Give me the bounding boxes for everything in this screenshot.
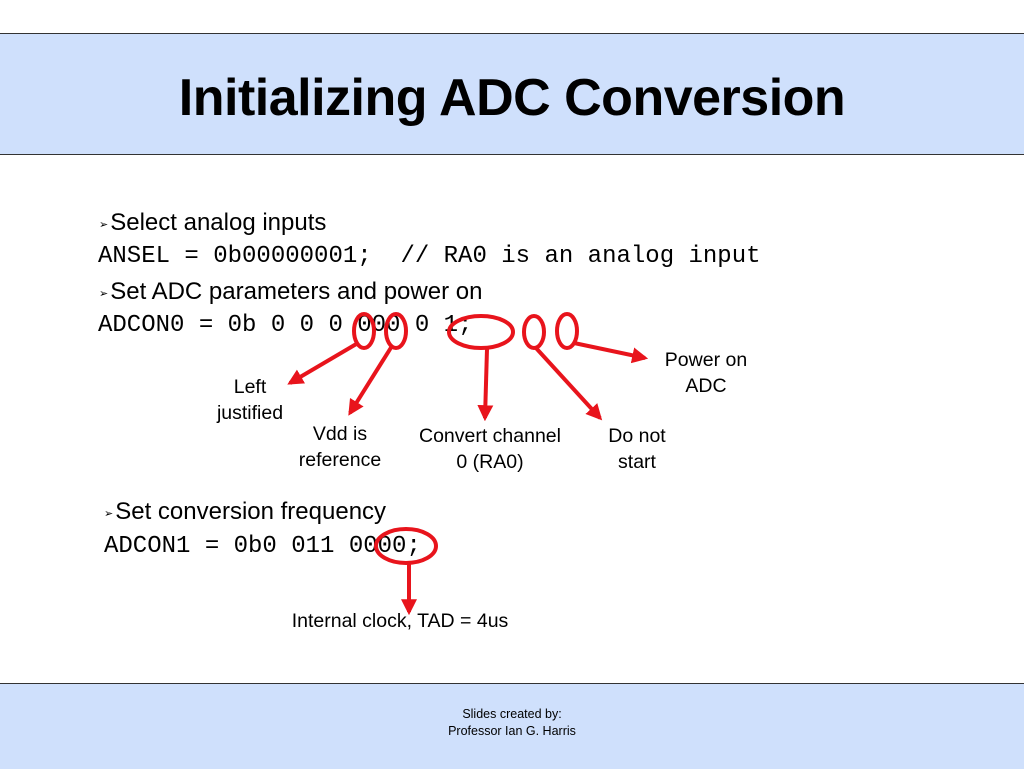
slide-title: Initializing ADC Conversion bbox=[178, 69, 846, 127]
bullet-set-conversion-frequency: ➢Set conversion frequency bbox=[104, 498, 386, 528]
code-adcon1: ADCON1 = 0b0 011 0000; bbox=[104, 533, 421, 560]
arrow-do-not-start bbox=[534, 346, 603, 421]
bullet-text: Set ADC parameters and power on bbox=[110, 278, 483, 305]
bullet-set-adc-parameters: ➢Set ADC parameters and power on bbox=[99, 278, 482, 308]
title-band bbox=[0, 33, 1024, 155]
code-adcon0: ADCON0 = 0b 0 0 0 000 0 1; bbox=[98, 312, 473, 339]
arrow-left-justified bbox=[287, 341, 360, 385]
footer-band bbox=[0, 683, 1024, 769]
bullet-text: Select analog inputs bbox=[110, 209, 327, 236]
label-do-not-start: Do not start bbox=[608, 425, 666, 473]
label-left-justified: Left justified bbox=[216, 376, 284, 424]
label-convert-channel: Convert channel 0 (RA0) bbox=[418, 425, 561, 473]
label-power-on: Power on ADC bbox=[664, 349, 748, 397]
footer-credit-line-2: Professor Ian G. Harris bbox=[448, 724, 576, 738]
bullet-arrow-icon: ➢ bbox=[104, 508, 114, 520]
circle-adon bbox=[555, 312, 579, 350]
bullet-select-analog-inputs: ➢Select analog inputs bbox=[99, 209, 326, 239]
circle-go-done bbox=[522, 314, 546, 350]
circle-vdd-reference bbox=[384, 312, 408, 350]
arrow-convert-channel bbox=[477, 348, 494, 422]
circle-adcs bbox=[374, 527, 438, 565]
circle-channel-select bbox=[447, 314, 515, 350]
code-ansel: ANSEL = 0b00000001; // RA0 is an analog … bbox=[98, 243, 761, 270]
label-internal-clock: Internal clock, TAD = 4us bbox=[291, 610, 509, 632]
label-vdd-reference: Vdd is reference bbox=[298, 423, 382, 471]
arrow-vdd-reference bbox=[348, 344, 394, 416]
circle-left-justified bbox=[352, 312, 376, 350]
bullet-arrow-icon: ➢ bbox=[99, 288, 109, 300]
bullet-text: Set conversion frequency bbox=[115, 498, 387, 525]
footer-credit-line-1: Slides created by: bbox=[462, 707, 562, 721]
bullet-arrow-icon: ➢ bbox=[99, 219, 109, 231]
arrow-power-on bbox=[573, 341, 649, 364]
